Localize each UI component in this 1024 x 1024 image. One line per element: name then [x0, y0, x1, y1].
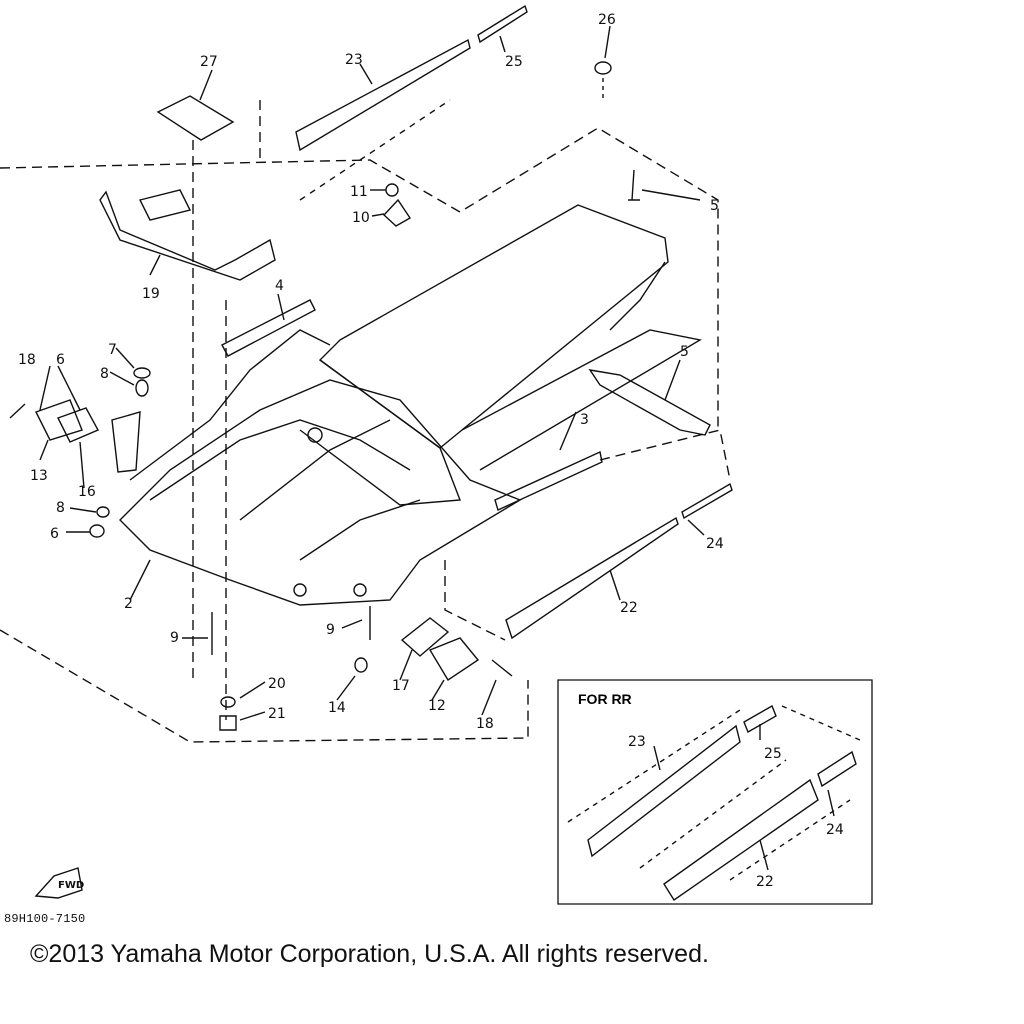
decal-24	[681, 482, 733, 520]
dashed-boundary-lower	[0, 629, 529, 743]
callout-6-bottom: 6	[50, 526, 59, 542]
inset-decal-23	[587, 724, 741, 858]
bracket-4	[221, 299, 316, 357]
callout-17: 17	[392, 678, 410, 694]
callout-23: 23	[345, 52, 363, 68]
plate-12	[428, 637, 480, 681]
plate-16	[57, 407, 99, 443]
bolt-5	[628, 169, 640, 201]
bushing-13	[35, 399, 83, 441]
callout-27: 27	[200, 54, 218, 70]
rail-right	[588, 369, 711, 436]
callout-10: 10	[352, 210, 370, 226]
inset-callout-22: 22	[756, 874, 774, 890]
callout-9-left: 9	[170, 630, 179, 646]
callout-24: 24	[706, 536, 724, 552]
callout-25: 25	[505, 54, 523, 70]
pin-18-right	[491, 659, 513, 677]
callout-18-right: 18	[476, 716, 494, 732]
callout-18-left: 18	[18, 352, 36, 368]
callout-5-top: 5	[710, 198, 719, 214]
inset-decal-25	[743, 704, 777, 734]
mount-post	[111, 411, 141, 473]
pin-18-left	[9, 403, 26, 419]
bracket-3	[494, 450, 603, 511]
callout-4: 4	[275, 278, 284, 294]
decal-22	[505, 516, 679, 640]
callout-16: 16	[78, 484, 96, 500]
inset-decal-24	[817, 750, 857, 788]
callout-21: 21	[268, 706, 286, 722]
callout-22: 22	[620, 600, 638, 616]
dashed-boundary-main	[0, 127, 719, 430]
tunnel	[318, 204, 669, 449]
callout-14: 14	[328, 700, 346, 716]
callout-20: 20	[268, 676, 286, 692]
plate-17	[400, 617, 450, 657]
decal-25	[477, 4, 528, 44]
callout-13: 13	[30, 468, 48, 484]
cap-26	[594, 61, 612, 75]
callout-6-top: 6	[56, 352, 65, 368]
bumper-19	[99, 190, 276, 281]
callout-8-bottom: 8	[56, 500, 65, 516]
inset-callout-23: 23	[628, 734, 646, 750]
callout-7: 7	[108, 342, 117, 358]
chassis-frame	[119, 379, 522, 606]
callout-11: 11	[350, 184, 368, 200]
fwd-label: FWD	[58, 880, 84, 891]
inset-callout-24: 24	[826, 822, 844, 838]
callout-19: 19	[142, 286, 160, 302]
callout-26: 26	[598, 12, 616, 28]
inset-decal-22	[663, 778, 819, 901]
callout-8-top: 8	[100, 366, 109, 382]
washer-20	[220, 696, 236, 708]
callout-2: 2	[124, 596, 133, 612]
sticker-27	[156, 95, 235, 141]
dashed-boundary-right2	[599, 429, 731, 481]
dashed-boundary-right	[444, 560, 506, 641]
inset-box	[557, 679, 873, 905]
decal-23	[295, 38, 471, 152]
fwd-arrow-icon	[34, 867, 83, 899]
copyright-notice: ©2013 Yamaha Motor Corporation, U.S.A. A…	[30, 940, 709, 968]
callout-3: 3	[580, 412, 589, 428]
callout-9-center: 9	[326, 622, 335, 638]
inset-callout-25: 25	[764, 746, 782, 762]
bracket-10	[383, 198, 411, 227]
drawing-code: 89H100-7150	[4, 912, 86, 926]
callout-5-right: 5	[680, 344, 689, 360]
nut-21	[219, 715, 237, 731]
callout-12: 12	[428, 698, 446, 714]
inset-title: FOR RR	[578, 691, 632, 707]
nut-11	[385, 183, 399, 197]
